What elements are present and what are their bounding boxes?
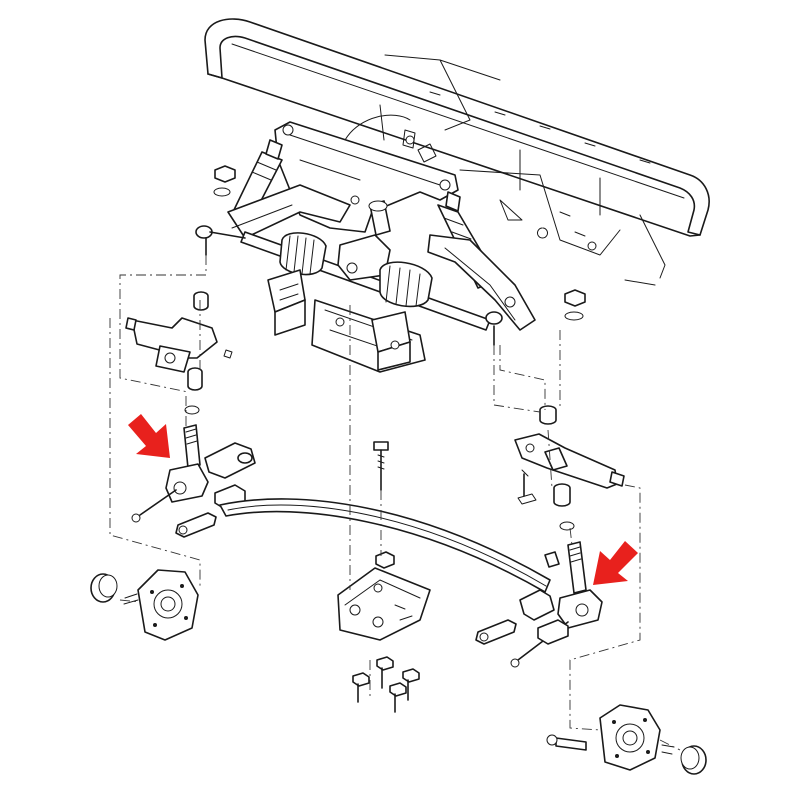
leaf-spring	[219, 498, 551, 593]
left-spindle-callout-arrow	[128, 414, 170, 458]
left-wheel-hub	[123, 569, 199, 641]
center-bolt	[373, 441, 395, 569]
steering-rack	[195, 200, 503, 346]
left-spindle	[131, 424, 209, 523]
right-kingpin-bushings	[539, 405, 575, 531]
left-kingpin-bushings	[184, 291, 209, 415]
left-top-nut	[213, 165, 236, 197]
spring-plate	[337, 567, 431, 641]
right-a-arm	[427, 234, 536, 331]
frame-rail	[204, 18, 710, 286]
red-arrow-icon	[128, 414, 170, 458]
plate-mounting-bolts	[352, 656, 420, 713]
left-dust-cap	[90, 573, 118, 603]
left-leaf-spring-eye	[175, 442, 256, 538]
left-steering-arm	[125, 317, 233, 373]
rack-mount-plate	[274, 121, 459, 233]
right-leaf-spring-eye	[475, 589, 569, 645]
right-top-nut	[564, 289, 586, 321]
assembly-centerlines	[109, 255, 681, 751]
right-dust-cap	[680, 745, 707, 775]
red-arrow-icon	[593, 541, 638, 585]
right-wheel-hub	[546, 704, 675, 771]
crossmember-bracket	[267, 269, 426, 373]
right-spindle-callout-arrow	[593, 541, 638, 585]
